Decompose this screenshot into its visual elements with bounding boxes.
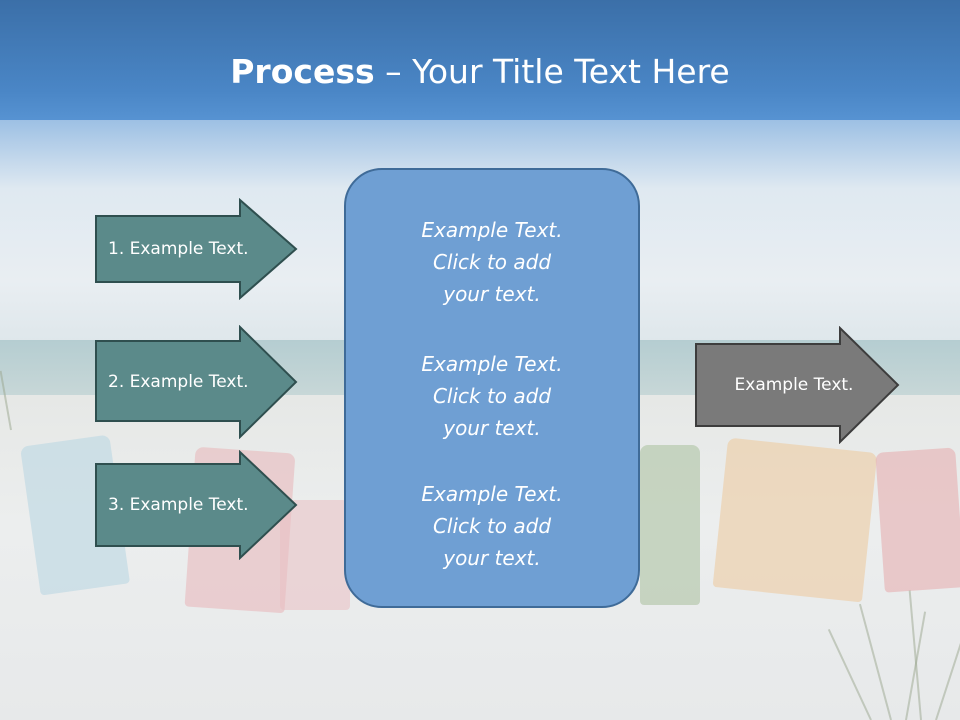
right-arrow[interactable]: Example Text. xyxy=(694,326,900,444)
beach-chair-green xyxy=(640,445,700,605)
arrow-shape xyxy=(695,326,900,444)
left-arrow-label: 1. Example Text. xyxy=(108,239,249,259)
sky xyxy=(0,0,960,130)
arrow-shape xyxy=(95,450,298,560)
center-text-box[interactable]: Example Text. Click to add your text. Ex… xyxy=(344,168,640,608)
beach-chair-orange xyxy=(712,437,878,603)
center-text-line: Example Text. xyxy=(421,352,563,376)
left-arrow-label: 3. Example Text. xyxy=(108,495,249,515)
center-text-block-1: Example Text. Click to add your text. xyxy=(346,214,638,310)
left-arrow-3[interactable]: 3. Example Text. xyxy=(94,450,298,560)
center-text-line: Click to add xyxy=(432,514,552,538)
title-bold: Process xyxy=(230,52,375,91)
center-text-line: Click to add xyxy=(432,250,552,274)
center-text-block-2: Example Text. Click to add your text. xyxy=(346,348,638,444)
left-arrow-1[interactable]: 1. Example Text. xyxy=(94,198,298,300)
title-rest: – Your Title Text Here xyxy=(374,52,730,91)
center-text-line: Click to add xyxy=(432,384,552,408)
center-text-line: Example Text. xyxy=(421,218,563,242)
center-text-line: Example Text. xyxy=(421,482,563,506)
beach-chair-red xyxy=(875,447,960,593)
center-text-line: your text. xyxy=(443,416,541,440)
left-arrow-2[interactable]: 2. Example Text. xyxy=(94,325,298,439)
center-text-line: your text. xyxy=(443,546,541,570)
right-arrow-label: Example Text. xyxy=(734,375,854,395)
center-text-block-3: Example Text. Click to add your text. xyxy=(346,478,638,574)
slide-title[interactable]: Process – Your Title Text Here xyxy=(0,52,960,91)
arrow-shape xyxy=(95,325,298,439)
beach-chair-pink-2 xyxy=(280,500,350,610)
arrow-shape xyxy=(95,198,298,300)
center-text-line: your text. xyxy=(443,282,541,306)
left-arrow-label: 2. Example Text. xyxy=(108,372,249,392)
